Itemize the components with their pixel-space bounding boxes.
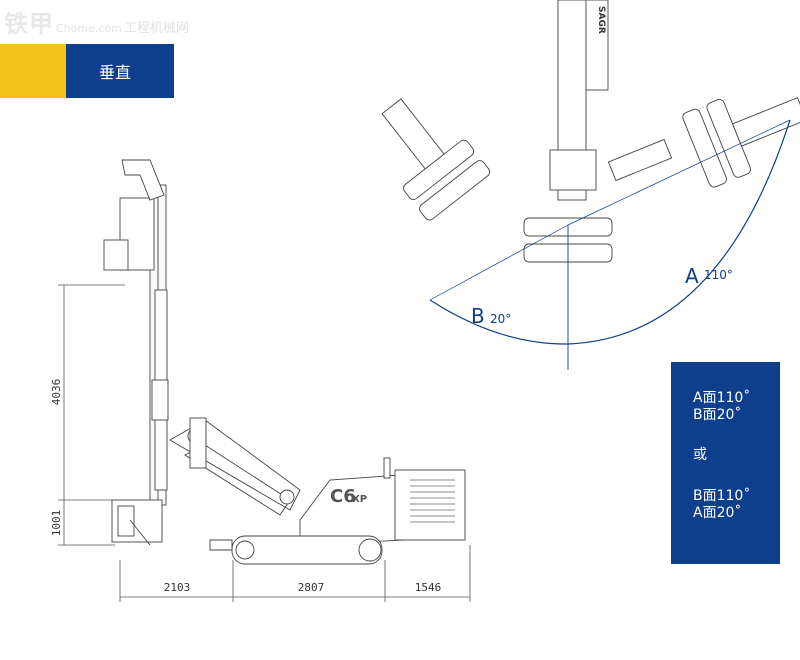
dim-length-3: 1546	[415, 581, 442, 594]
info-panel: A面110˚ B面20˚ 或 B面110˚ A面20˚	[671, 362, 780, 564]
mast-brand: SAGR	[596, 6, 606, 34]
top-view-drawing	[381, 0, 800, 263]
section-header: 垂直	[66, 44, 174, 98]
info-line-2: B面20˚	[693, 407, 742, 423]
info-line-3: B面110˚	[693, 488, 751, 504]
info-line-4: A面20˚	[693, 505, 742, 521]
dim-height-lower: 1001	[50, 510, 63, 537]
angle-arc	[429, 119, 791, 370]
dimension-lines	[58, 284, 471, 602]
angle-a-letter: A	[685, 264, 699, 288]
dim-length-1: 2103	[164, 581, 191, 594]
info-line-1: A面110˚	[693, 390, 751, 406]
machine-model-suffix: XP	[352, 494, 367, 505]
section-label: 垂直	[99, 63, 132, 82]
angle-b-letter: B	[471, 304, 485, 328]
angle-b-value: 20°	[490, 312, 511, 326]
watermark: 铁甲 Chome.com 工程机械网	[4, 4, 189, 38]
angle-a-value: 110°	[704, 268, 733, 282]
dim-height-upper: 4036	[50, 379, 63, 406]
side-view-drawing	[103, 159, 466, 565]
dim-length-2: 2807	[298, 581, 325, 594]
watermark-sub: 工程机械网	[123, 21, 189, 36]
watermark-main: 铁甲	[4, 10, 54, 38]
machine-model: C6	[330, 486, 356, 507]
watermark-url: Chome.com	[56, 22, 122, 35]
yellow-accent-block	[0, 44, 66, 98]
info-or: 或	[693, 447, 707, 463]
